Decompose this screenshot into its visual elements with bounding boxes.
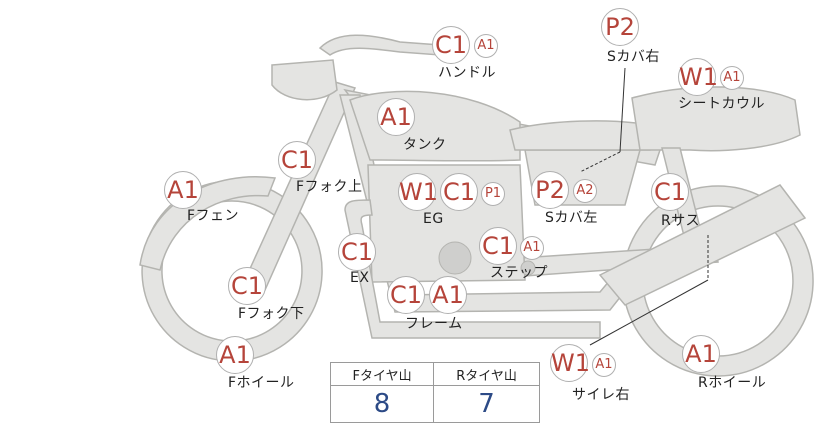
muffler-right-label: サイレ右 (572, 387, 630, 403)
handle-badge-2: A1 (474, 34, 498, 58)
tire-tread-table: Fタイヤ山 Rタイヤ山 8 7 (329, 362, 540, 423)
exhaust-pipe-shape (344, 199, 601, 339)
seat-shape (509, 120, 651, 151)
engine-badge-2: C1 (440, 173, 478, 211)
f-fender-badge-1: A1 (164, 171, 202, 209)
f-fork-lower-badge-1: C1 (228, 267, 266, 305)
r-suspension-badge-1: C1 (651, 173, 689, 211)
frame-badge-1: C1 (387, 276, 425, 314)
r-wheel-label: Rホイール (698, 375, 767, 391)
handle-label: ハンドル (438, 65, 496, 81)
f-wheel-label: Fホイール (228, 375, 295, 391)
handle-badge-1: C1 (432, 26, 470, 64)
muffler-right-badge-2: A1 (592, 353, 616, 377)
engine-label: EG (423, 211, 444, 227)
front-tire-header: Fタイヤ山 (329, 362, 435, 386)
r-wheel-badge-1: A1 (682, 335, 720, 373)
rear-tire-header: Rタイヤ山 (433, 362, 540, 386)
engine-badge-1: W1 (398, 173, 438, 211)
step-badge-2: A1 (520, 236, 544, 260)
muffler-shape (598, 184, 807, 306)
step-badge-1: C1 (479, 227, 517, 265)
handlebar-shape (318, 34, 441, 56)
s-cover-right-label: Sカバ右 (607, 49, 660, 65)
s-cover-right-badge-1: P2 (601, 8, 639, 46)
tank-label: タンク (403, 137, 447, 153)
frame-badge-2: A1 (429, 276, 467, 314)
engine-cover-shape (438, 241, 472, 275)
s-cover-left-label: Sカバ左 (545, 210, 598, 226)
leader-line (589, 279, 709, 346)
muffler-right-badge-1: W1 (550, 344, 590, 382)
front-tire-value: 8 (329, 385, 435, 423)
s-cover-left-badge-1: P2 (531, 171, 569, 209)
f-wheel-badge-1: A1 (216, 336, 254, 374)
tank-badge-1: A1 (377, 98, 415, 136)
rear-tire-value: 7 (433, 385, 540, 423)
engine-badge-3: P1 (481, 182, 505, 206)
f-fork-lower-label: Fフォク下 (238, 306, 305, 322)
headlight-shape (271, 59, 338, 101)
seat-cowl-label: シートカウル (678, 96, 765, 112)
leader-line (619, 67, 626, 153)
s-cover-left-badge-2: A2 (573, 179, 597, 203)
step-peg-shape (520, 260, 536, 276)
leader-line (579, 151, 621, 173)
f-fork-upper-label: Fフォク上 (296, 179, 363, 195)
r-suspension-label: Rサス (661, 213, 700, 229)
seat-cowl-badge-1: W1 (678, 58, 718, 96)
front-fender-shape (139, 176, 277, 271)
step-label: ステップ (490, 265, 548, 281)
exhaust-badge-1: C1 (338, 233, 376, 271)
f-fork-upper-badge-1: C1 (278, 141, 316, 179)
seat-cowl-badge-2: A1 (720, 66, 744, 90)
f-fender-label: Fフェン (187, 208, 240, 224)
frame-label: フレーム (405, 316, 463, 332)
exhaust-label: EX (350, 270, 370, 286)
